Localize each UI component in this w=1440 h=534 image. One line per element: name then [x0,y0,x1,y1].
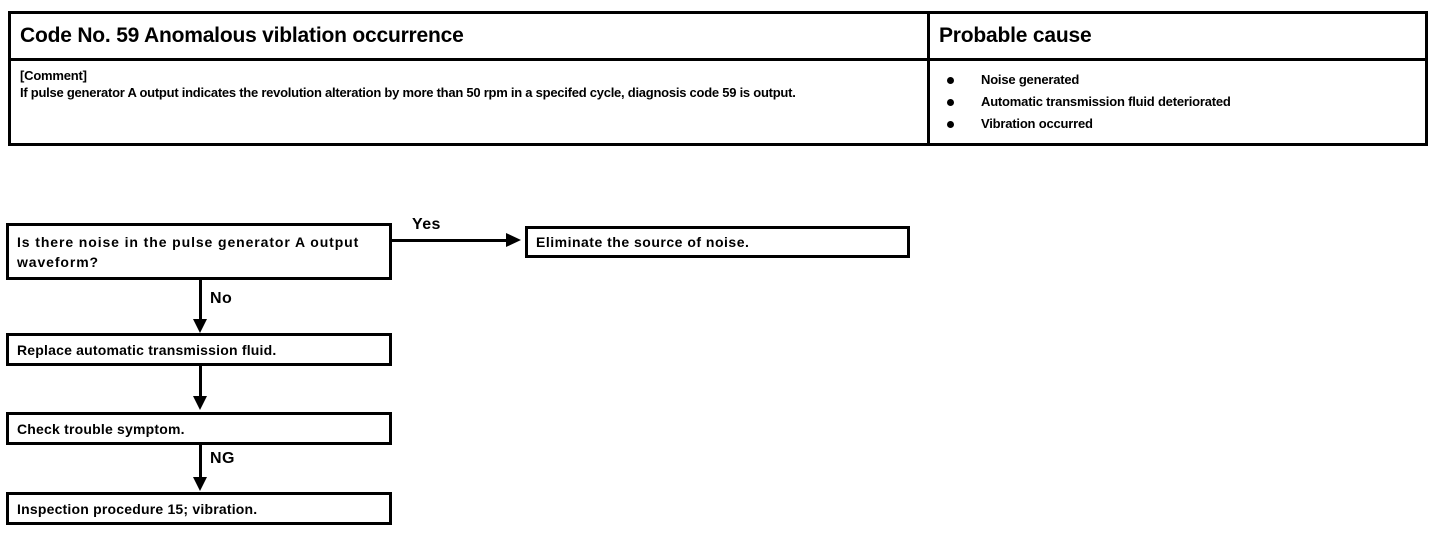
cause-cell: Noise generated Automatic transmission f… [930,61,1425,143]
cause-label: Automatic transmission fluid deteriorate… [981,94,1231,109]
flow-box-eliminate: Eliminate the source of noise. [525,226,910,258]
flow-box-replace-fluid-label: Replace automatic transmission fluid. [17,341,277,358]
comment-cell: [Comment] If pulse generator A output in… [11,61,930,143]
flow-box-question: Is there noise in the pulse generator A … [6,223,392,280]
arrow-ng-head-icon [193,477,207,491]
flow-box-inspection-procedure: Inspection procedure 15; vibration. [6,492,392,525]
table-body-row: [Comment] If pulse generator A output in… [11,61,1425,143]
comment-label: [Comment] [20,68,87,83]
flow-box-inspection-procedure-label: Inspection procedure 15; vibration. [17,500,258,517]
list-item: Noise generated [939,69,1416,91]
arrow-no-head-icon [193,319,207,333]
flow-box-replace-fluid: Replace automatic transmission fluid. [6,333,392,366]
list-item: Vibration occurred [939,113,1416,135]
table-header-row: Code No. 59 Anomalous viblation occurren… [11,14,1425,61]
bullet-icon [947,99,954,106]
bullet-icon [947,77,954,84]
header-cell-cause: Probable cause [930,14,1425,58]
arrow-yes-head-icon [506,233,521,247]
edge-label-ng: NG [210,450,235,467]
list-item: Automatic transmission fluid deteriorate… [939,91,1416,113]
flow-box-question-label: Is there noise in the pulse generator A … [17,233,360,270]
probable-cause-list: Noise generated Automatic transmission f… [939,69,1416,135]
arrow-replace-to-check-head-icon [193,396,207,410]
edge-label-no: No [210,290,233,307]
code-title: Code No. 59 Anomalous viblation occurren… [20,24,464,47]
cause-label: Noise generated [981,72,1080,87]
arrow-ng-line [199,445,202,478]
arrow-yes-line [392,239,514,242]
header-cell-code: Code No. 59 Anomalous viblation occurren… [11,14,930,58]
flow-box-check-symptom-label: Check trouble symptom. [17,420,185,437]
flow-box-check-symptom: Check trouble symptom. [6,412,392,445]
arrow-no-line [199,280,202,320]
cause-label: Vibration occurred [981,116,1093,131]
diagnosis-table: Code No. 59 Anomalous viblation occurren… [8,11,1428,146]
edge-label-yes: Yes [412,216,441,233]
comment-text: If pulse generator A output indicates th… [20,85,796,100]
cause-title: Probable cause [939,24,1092,47]
arrow-replace-to-check-line [199,366,202,397]
bullet-icon [947,121,954,128]
flow-box-eliminate-label: Eliminate the source of noise. [536,234,750,250]
